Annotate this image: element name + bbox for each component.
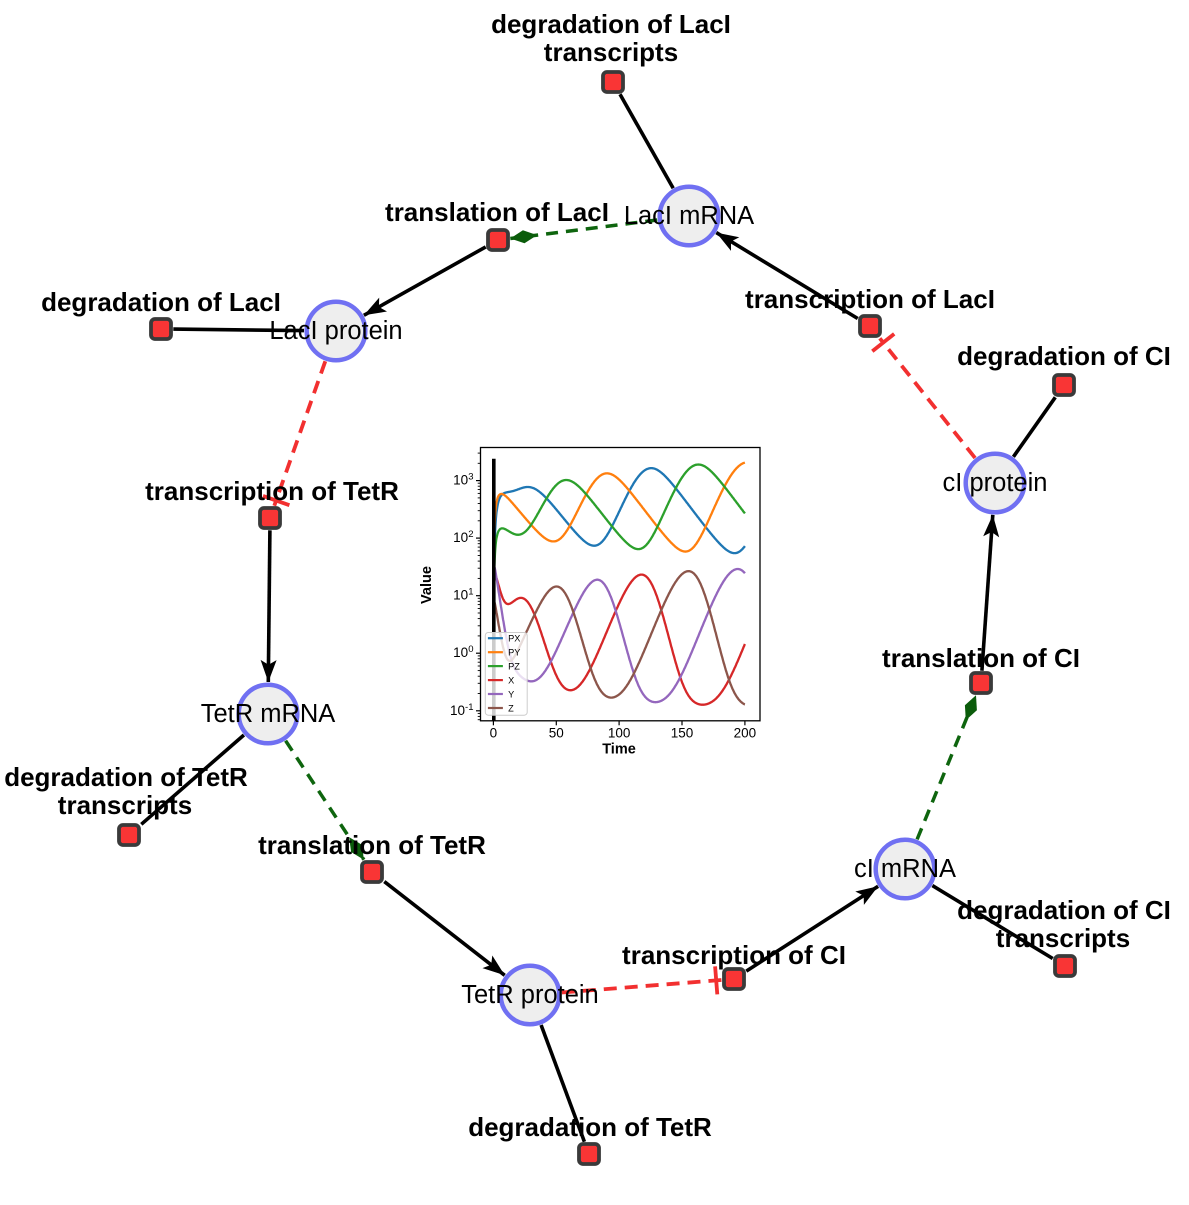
svg-text:transcription of TetR: transcription of TetR bbox=[145, 476, 399, 506]
svg-text:LacI mRNA: LacI mRNA bbox=[624, 202, 754, 230]
svg-text:X: X bbox=[508, 676, 514, 686]
svg-text:transcripts: transcripts bbox=[58, 790, 192, 820]
svg-text:PY: PY bbox=[508, 648, 520, 658]
svg-text:transcripts: transcripts bbox=[996, 923, 1130, 953]
svg-text:cI mRNA: cI mRNA bbox=[854, 855, 956, 883]
svg-text:translation of CI: translation of CI bbox=[882, 643, 1080, 673]
svg-text:0: 0 bbox=[490, 725, 498, 740]
svg-text:transcripts: transcripts bbox=[544, 37, 678, 67]
svg-text:Z: Z bbox=[508, 703, 514, 713]
svg-text:transcription of LacI: transcription of LacI bbox=[745, 284, 995, 314]
svg-text:200: 200 bbox=[734, 725, 757, 740]
svg-text:degradation of TetR: degradation of TetR bbox=[4, 762, 248, 792]
svg-text:degradation of CI: degradation of CI bbox=[957, 341, 1171, 371]
svg-text:100: 100 bbox=[608, 725, 631, 740]
svg-text:50: 50 bbox=[549, 725, 564, 740]
svg-text:TetR mRNA: TetR mRNA bbox=[201, 700, 336, 728]
svg-text:translation of LacI: translation of LacI bbox=[385, 197, 609, 227]
svg-text:translation of TetR: translation of TetR bbox=[258, 830, 486, 860]
svg-text:degradation of CI: degradation of CI bbox=[957, 895, 1171, 925]
svg-text:transcription of CI: transcription of CI bbox=[622, 940, 846, 970]
svg-text:Y: Y bbox=[508, 689, 514, 699]
svg-text:PX: PX bbox=[508, 634, 520, 644]
svg-text:Value: Value bbox=[419, 566, 435, 604]
svg-text:TetR protein: TetR protein bbox=[461, 981, 599, 1009]
svg-text:degradation of LacI: degradation of LacI bbox=[41, 287, 281, 317]
svg-text:Time: Time bbox=[602, 742, 636, 758]
svg-text:degradation of TetR: degradation of TetR bbox=[468, 1112, 712, 1142]
svg-text:PZ: PZ bbox=[508, 662, 520, 672]
svg-text:150: 150 bbox=[671, 725, 694, 740]
svg-text:cI protein: cI protein bbox=[943, 469, 1048, 497]
svg-text:LacI protein: LacI protein bbox=[269, 317, 402, 345]
svg-text:degradation of LacI: degradation of LacI bbox=[491, 9, 731, 39]
